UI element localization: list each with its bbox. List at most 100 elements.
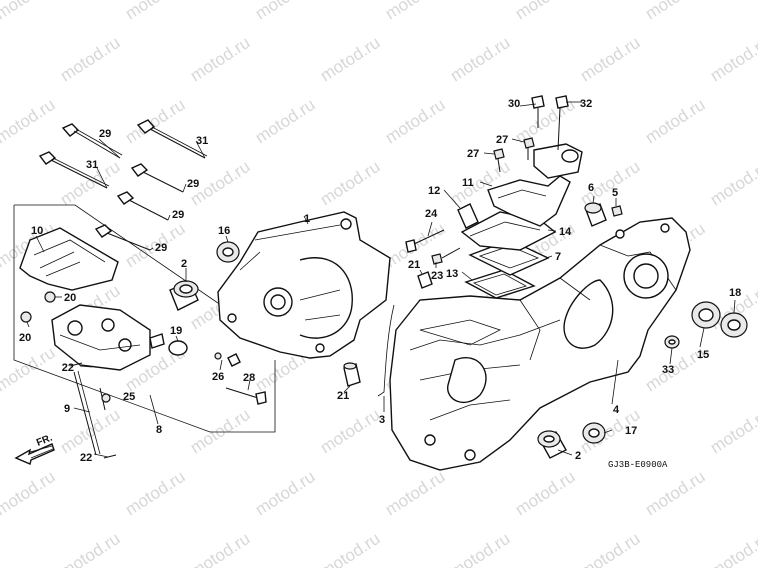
watermark-text: motod.ru — [122, 467, 189, 519]
part-5-plug — [611, 205, 623, 217]
callout-25: 25 — [123, 391, 135, 403]
part-21-dowel-lower — [343, 362, 361, 387]
bolt-29-top — [61, 123, 123, 159]
watermark-text: motod.ru — [447, 529, 514, 568]
callout-22: 22 — [62, 362, 74, 374]
callout-29: 29 — [155, 242, 167, 254]
callout-22: 22 — [80, 452, 92, 464]
callout-labels: 29 31 31 29 29 29 10 1 2 16 20 20 19 22 … — [19, 98, 741, 464]
part-26-bolt — [214, 352, 241, 367]
watermark-text: motod.ru — [577, 33, 644, 85]
leader-lines — [26, 101, 736, 458]
watermark-text: motod.ru — [0, 0, 58, 23]
watermark-text: motod.ru — [122, 95, 189, 147]
watermark-text: motod.ru — [252, 95, 319, 147]
part-13-gasket-plate — [464, 269, 536, 299]
watermark-text: motod.ru — [642, 95, 709, 147]
callout-24: 24 — [425, 208, 438, 220]
watermark-text: motod.ru — [0, 95, 58, 147]
part-30-bolt — [531, 95, 545, 128]
watermark-text: motod.ru — [317, 157, 384, 209]
watermark-text: motod.ru — [382, 0, 449, 23]
part-16-seal — [216, 241, 240, 263]
callout-23: 23 — [431, 270, 443, 282]
callout-2: 2 — [575, 450, 581, 462]
callout-21: 21 — [337, 390, 349, 402]
watermark-text: motod.ru — [512, 467, 579, 519]
callout-1: 1 — [304, 213, 310, 225]
callout-2: 2 — [181, 258, 187, 270]
direction-arrow — [14, 443, 55, 465]
callout-33: 33 — [662, 364, 674, 376]
watermark-text: motod.ru — [187, 405, 254, 457]
callout-29: 29 — [99, 128, 111, 140]
part-15-bearing — [691, 301, 721, 329]
callout-21: 21 — [408, 259, 420, 271]
watermark-text: motod.ru — [382, 467, 449, 519]
callout-10: 10 — [31, 225, 43, 237]
callout-7: 7 — [555, 251, 561, 263]
callout-13: 13 — [446, 268, 458, 280]
watermark-text: motod.ru — [707, 157, 758, 209]
oil-pump-body — [51, 304, 165, 371]
part-28-bolt — [225, 387, 267, 405]
watermark-text: motod.ru — [447, 33, 514, 85]
part-24-bolt — [405, 229, 445, 253]
part-1-left-crankcase — [217, 211, 391, 359]
bolt-group-left — [38, 119, 208, 251]
part-20-nuts — [20, 291, 56, 323]
bolt-31-long — [38, 151, 110, 189]
part-17-seal — [582, 422, 606, 444]
part-12-bracket — [457, 203, 479, 229]
callout-31: 31 — [86, 159, 98, 171]
callout-29: 29 — [187, 178, 199, 190]
callout-11: 11 — [462, 177, 474, 189]
part-11-arm — [487, 175, 571, 227]
part-22-pin-bottom — [103, 454, 117, 459]
watermark-text: motod.ru — [187, 33, 254, 85]
callout-5: 5 — [612, 187, 618, 199]
part-19-o-ring — [168, 340, 188, 356]
callout-28: 28 — [243, 372, 255, 384]
part-33-washer — [664, 335, 680, 349]
watermark-text: motod.ru — [0, 467, 58, 519]
part-32-housing — [533, 95, 583, 179]
callout-31: 31 — [196, 135, 208, 147]
callout-27: 27 — [467, 148, 479, 160]
callout-27: 27 — [496, 134, 508, 146]
callout-20: 20 — [64, 292, 76, 304]
callout-3: 3 — [379, 414, 385, 426]
bolt-31-top — [136, 119, 208, 159]
callout-29: 29 — [172, 209, 184, 221]
watermark-text: motod.ru — [57, 529, 124, 568]
watermark-text: motod.ru — [707, 405, 758, 457]
callout-20: 20 — [19, 332, 31, 344]
watermark-text: motod.ru — [317, 529, 384, 568]
part-9-shaft — [73, 370, 101, 456]
callout-30: 30 — [508, 98, 520, 110]
watermark-text: motod.ru — [642, 467, 709, 519]
bolt-29-mid — [116, 191, 169, 221]
part-2-bearing-right — [537, 430, 567, 459]
part-10-cover — [19, 227, 119, 291]
watermark-text: motod.ru — [57, 33, 124, 85]
callout-17: 17 — [625, 425, 637, 437]
watermark-text: motod.ru — [252, 467, 319, 519]
watermark-text: motod.ru — [707, 529, 758, 568]
part-6-collar — [584, 202, 607, 227]
watermark-text: motod.ru — [642, 0, 709, 23]
callout-9: 9 — [64, 403, 70, 415]
watermark-text: motod.ru — [512, 0, 579, 23]
callout-14: 14 — [559, 226, 572, 238]
watermark-text: motod.ru — [0, 343, 58, 395]
watermark-text: motod.ru — [122, 0, 189, 23]
callout-12: 12 — [428, 185, 440, 197]
callout-8: 8 — [156, 424, 162, 436]
callout-16: 16 — [218, 225, 230, 237]
bolt-29-right — [130, 163, 184, 193]
part-23-bolt — [431, 247, 461, 265]
part-3-gasket — [377, 304, 395, 397]
part-18-seal — [720, 312, 748, 338]
